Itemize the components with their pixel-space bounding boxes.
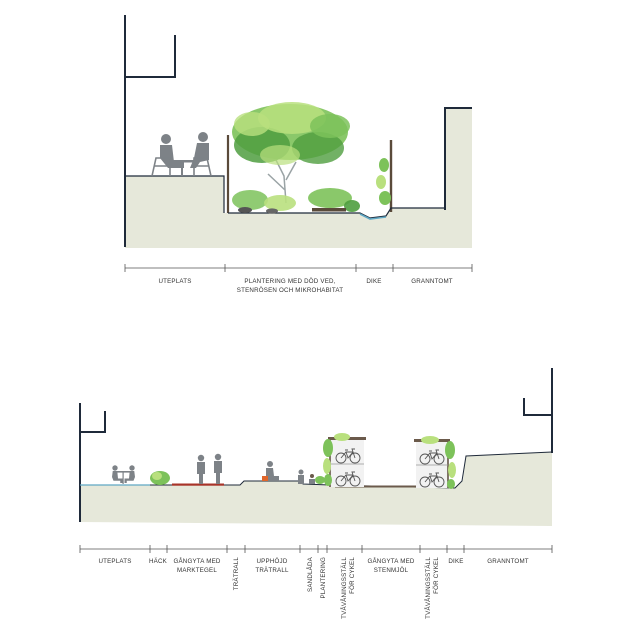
people-table-icon bbox=[151, 132, 212, 177]
bottom-label-plantering: PLANTERING bbox=[320, 557, 327, 599]
bottom-section: UTEPLATS HÄCK GÅNGYTA MED MARKTEGEL TRÄT… bbox=[79, 368, 553, 619]
bottom-label-hack: HÄCK bbox=[149, 558, 168, 565]
bottom-label-upphojd-2: TRÄTRALL bbox=[255, 567, 289, 574]
top-ditch-water bbox=[359, 213, 387, 220]
bottom-label-gangyta-stenmjol-2: STENMJÖL bbox=[374, 567, 409, 574]
bike-rack-1 bbox=[323, 433, 366, 487]
bottom-gravel-path bbox=[335, 485, 447, 488]
bottom-label-sandlada: SANDLÅDA bbox=[307, 556, 314, 592]
top-label-plantering-2: STENRÖSEN OCH MIKROHABITAT bbox=[237, 287, 343, 294]
bottom-label-tratrall: TRÄTRALL bbox=[233, 557, 240, 591]
bottom-building-left bbox=[79, 403, 106, 522]
top-neighbour-wall bbox=[444, 107, 472, 210]
bottom-label-tvavanings-1-b: FÖR CYKEL bbox=[349, 557, 356, 594]
bike-rack-2 bbox=[414, 436, 456, 489]
top-terrace-edge bbox=[125, 175, 225, 213]
hedge-icon bbox=[150, 471, 170, 485]
bottom-label-gangyta-stenmjol-1: GÅNGYTA MED bbox=[367, 558, 414, 565]
top-label-uteplats: UTEPLATS bbox=[158, 278, 191, 285]
bottom-brick-path bbox=[172, 483, 224, 486]
bottom-label-gangyta-marktegel-1: GÅNGYTA MED bbox=[173, 558, 220, 565]
bottom-label-granntomt: GRANNTOMT bbox=[487, 558, 529, 565]
bottom-label-uteplats: UTEPLATS bbox=[98, 558, 131, 565]
top-label-dike: DIKE bbox=[366, 278, 381, 285]
bottom-dimension-line bbox=[79, 545, 553, 553]
bottom-ground-line bbox=[80, 451, 553, 489]
top-climber bbox=[376, 158, 391, 205]
top-bed-floor bbox=[228, 207, 445, 219]
standing-person-icon bbox=[262, 461, 315, 484]
top-shrubs bbox=[232, 188, 360, 214]
bottom-building-right bbox=[523, 368, 553, 453]
bottom-label-dike: DIKE bbox=[448, 558, 463, 565]
bottom-label-tvavanings-1-a: TVÅVÅNINGSSTÄLL bbox=[341, 557, 348, 619]
top-ground bbox=[125, 108, 472, 248]
bottom-label-tvavanings-2-a: TVÅVÅNINGSSTÄLL bbox=[425, 557, 432, 619]
top-label-granntomt: GRANNTOMT bbox=[411, 278, 453, 285]
top-section: UTEPLATS PLANTERING MED DÖD VED, STENRÖS… bbox=[124, 15, 473, 294]
bottom-label-gangyta-marktegel-2: MARKTEGEL bbox=[177, 567, 217, 574]
bottom-label-upphojd-1: UPPHÖJD bbox=[257, 558, 288, 565]
bottom-label-tvavanings-2-b: FÖR CYKEL bbox=[433, 557, 440, 594]
tree-icon bbox=[232, 102, 350, 204]
people-table-icon bbox=[112, 465, 135, 484]
bottom-ground bbox=[80, 452, 552, 526]
top-dimension-line bbox=[124, 264, 473, 272]
top-label-plantering-1: PLANTERING MED DÖD VED, bbox=[244, 278, 335, 285]
top-building-left bbox=[124, 15, 176, 247]
standing-person-icon bbox=[197, 453, 222, 484]
bottom-planting bbox=[315, 476, 325, 484]
